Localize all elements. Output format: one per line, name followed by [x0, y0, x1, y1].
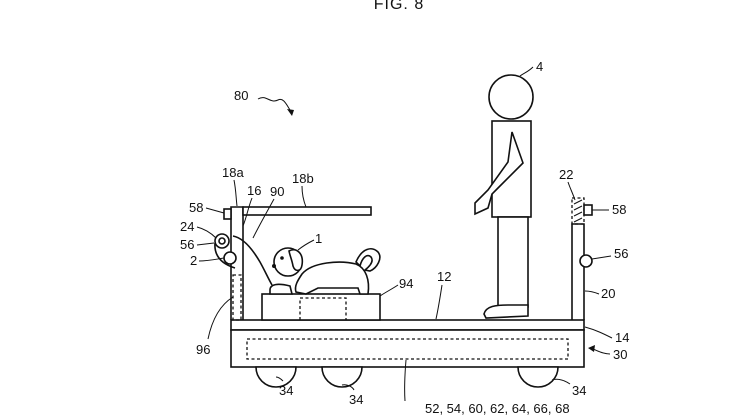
leash-90 — [232, 235, 273, 286]
label-system: 80 — [234, 88, 248, 103]
lead-ref-list — [404, 359, 407, 402]
label-16: 16 — [247, 183, 261, 198]
label-94: 94 — [399, 276, 413, 291]
label-56-left: 56 — [180, 237, 194, 252]
left-dotted-panel — [232, 274, 242, 321]
label-20: 20 — [601, 286, 615, 301]
canopy-18b — [242, 206, 372, 216]
left-sensor-56 — [223, 251, 237, 265]
label-18a: 18a — [222, 165, 244, 180]
right-post-hatch — [573, 199, 583, 223]
label-dog: 1 — [315, 231, 322, 246]
label-56-right: 56 — [614, 246, 628, 261]
lead-dog — [297, 239, 315, 251]
dog-eye — [280, 256, 284, 260]
lead-34-b — [341, 384, 355, 391]
arrow-30 — [592, 348, 611, 355]
label-ref-list: 52, 54, 60, 62, 64, 66, 68 — [425, 401, 570, 416]
dog-front-paws — [269, 283, 294, 295]
label-58-left: 58 — [189, 200, 203, 215]
dog-body — [294, 261, 370, 295]
label-34-a: 34 — [279, 383, 293, 398]
dog-bed — [261, 293, 381, 321]
label-18b: 18b — [292, 171, 314, 186]
lead-94 — [379, 284, 399, 297]
lead-90 — [252, 198, 275, 239]
platform-deck — [230, 319, 585, 331]
lead-2 — [198, 257, 225, 262]
label-12: 12 — [437, 269, 451, 284]
right-camera-58 — [583, 204, 593, 216]
lead-58-left — [205, 207, 225, 214]
person-shoe — [483, 304, 529, 319]
figure-title: FIG. 8 — [374, 0, 424, 13]
lead-12 — [435, 284, 443, 320]
lead-22 — [567, 181, 576, 201]
lead-16 — [242, 197, 253, 227]
base-housing — [230, 329, 585, 368]
lead-96 — [207, 296, 234, 340]
dog-tail — [355, 248, 381, 272]
dog-nose — [272, 264, 276, 268]
lead-20 — [584, 290, 600, 295]
label-96: 96 — [196, 342, 210, 357]
dog-bed-dashed — [299, 297, 347, 320]
person — [474, 74, 534, 319]
label-34-c: 34 — [572, 383, 586, 398]
lead-56-right — [591, 255, 612, 260]
left-camera-58 — [223, 208, 232, 220]
left-reel-inner — [218, 237, 226, 245]
lead-person — [519, 66, 534, 77]
label-22: 22 — [559, 167, 573, 182]
dog-ear — [288, 249, 304, 272]
person-arm — [474, 131, 524, 216]
arrow-80 — [257, 97, 293, 114]
label-90: 90 — [270, 184, 284, 199]
lead-34-a — [275, 376, 284, 382]
wheel-right — [517, 366, 559, 388]
label-person: 4 — [536, 59, 543, 74]
base-inner-dashed — [246, 338, 569, 360]
lead-34-c — [551, 378, 571, 385]
label-24: 24 — [180, 219, 194, 234]
lead-24 — [196, 226, 217, 239]
lead-56-left — [196, 242, 215, 246]
label-14: 14 — [615, 330, 629, 345]
arrow-30-head — [588, 345, 595, 352]
lead-18a — [233, 179, 238, 207]
person-legs — [497, 216, 529, 308]
right-post — [571, 223, 585, 320]
lead-18b — [301, 185, 307, 208]
label-2: 2 — [190, 253, 197, 268]
arrow-80-head — [287, 109, 294, 116]
lead-14 — [584, 326, 613, 339]
wheel-middle — [321, 366, 363, 388]
label-58-right: 58 — [612, 202, 626, 217]
right-sensor-56 — [579, 254, 593, 268]
label-30: 30 — [613, 347, 627, 362]
label-34-b: 34 — [349, 392, 363, 407]
person-head — [488, 74, 534, 120]
dog — [269, 247, 381, 295]
